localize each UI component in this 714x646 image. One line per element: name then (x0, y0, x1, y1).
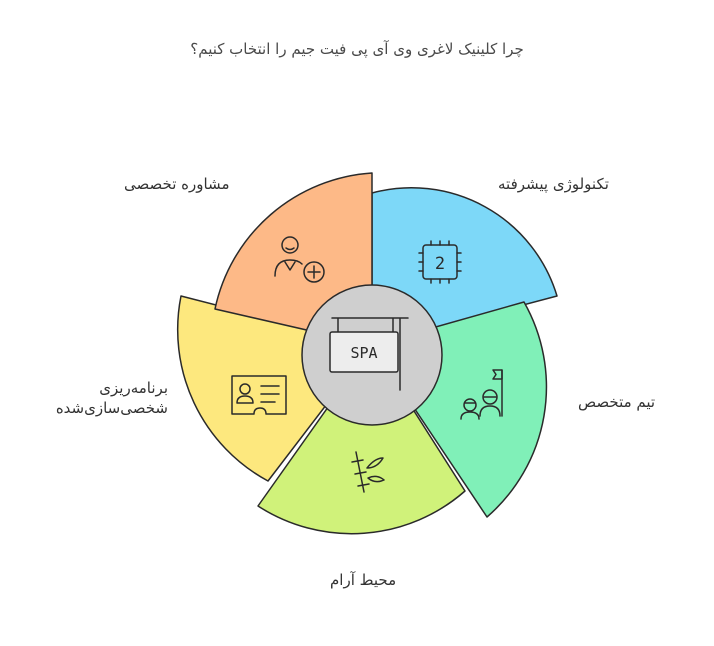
bamboo-icon (351, 451, 385, 493)
spa-sign-text: SPA (350, 344, 377, 362)
label-personalized-planning: برنامه‌ریزی شخصی‌سازی‌شده (30, 378, 168, 418)
spa-sign-icon (329, 317, 409, 391)
label-personalized-planning-line2: شخصی‌سازی‌شده (55, 399, 168, 417)
profile-card-icon (231, 375, 287, 415)
chip-icon (418, 240, 462, 284)
doctor-plus-icon (274, 236, 325, 283)
page-title: چرا کلینیک لاغری وی آی پی فیت جیم را انت… (190, 40, 524, 58)
segment-calm-environment[interactable] (257, 344, 466, 535)
label-advanced-technology: تکنولوژی پیشرفته (498, 175, 609, 193)
label-calm-environment: محیط آرام (330, 571, 397, 589)
label-expert-consultation: مشاوره تخصصی (124, 175, 230, 193)
label-expert-team: تیم متخصص (578, 393, 656, 411)
label-personalized-planning-line1: برنامه‌ریزی (99, 379, 168, 397)
chip-icon-text: 2 (435, 254, 445, 274)
team-flag-icon (460, 369, 503, 420)
